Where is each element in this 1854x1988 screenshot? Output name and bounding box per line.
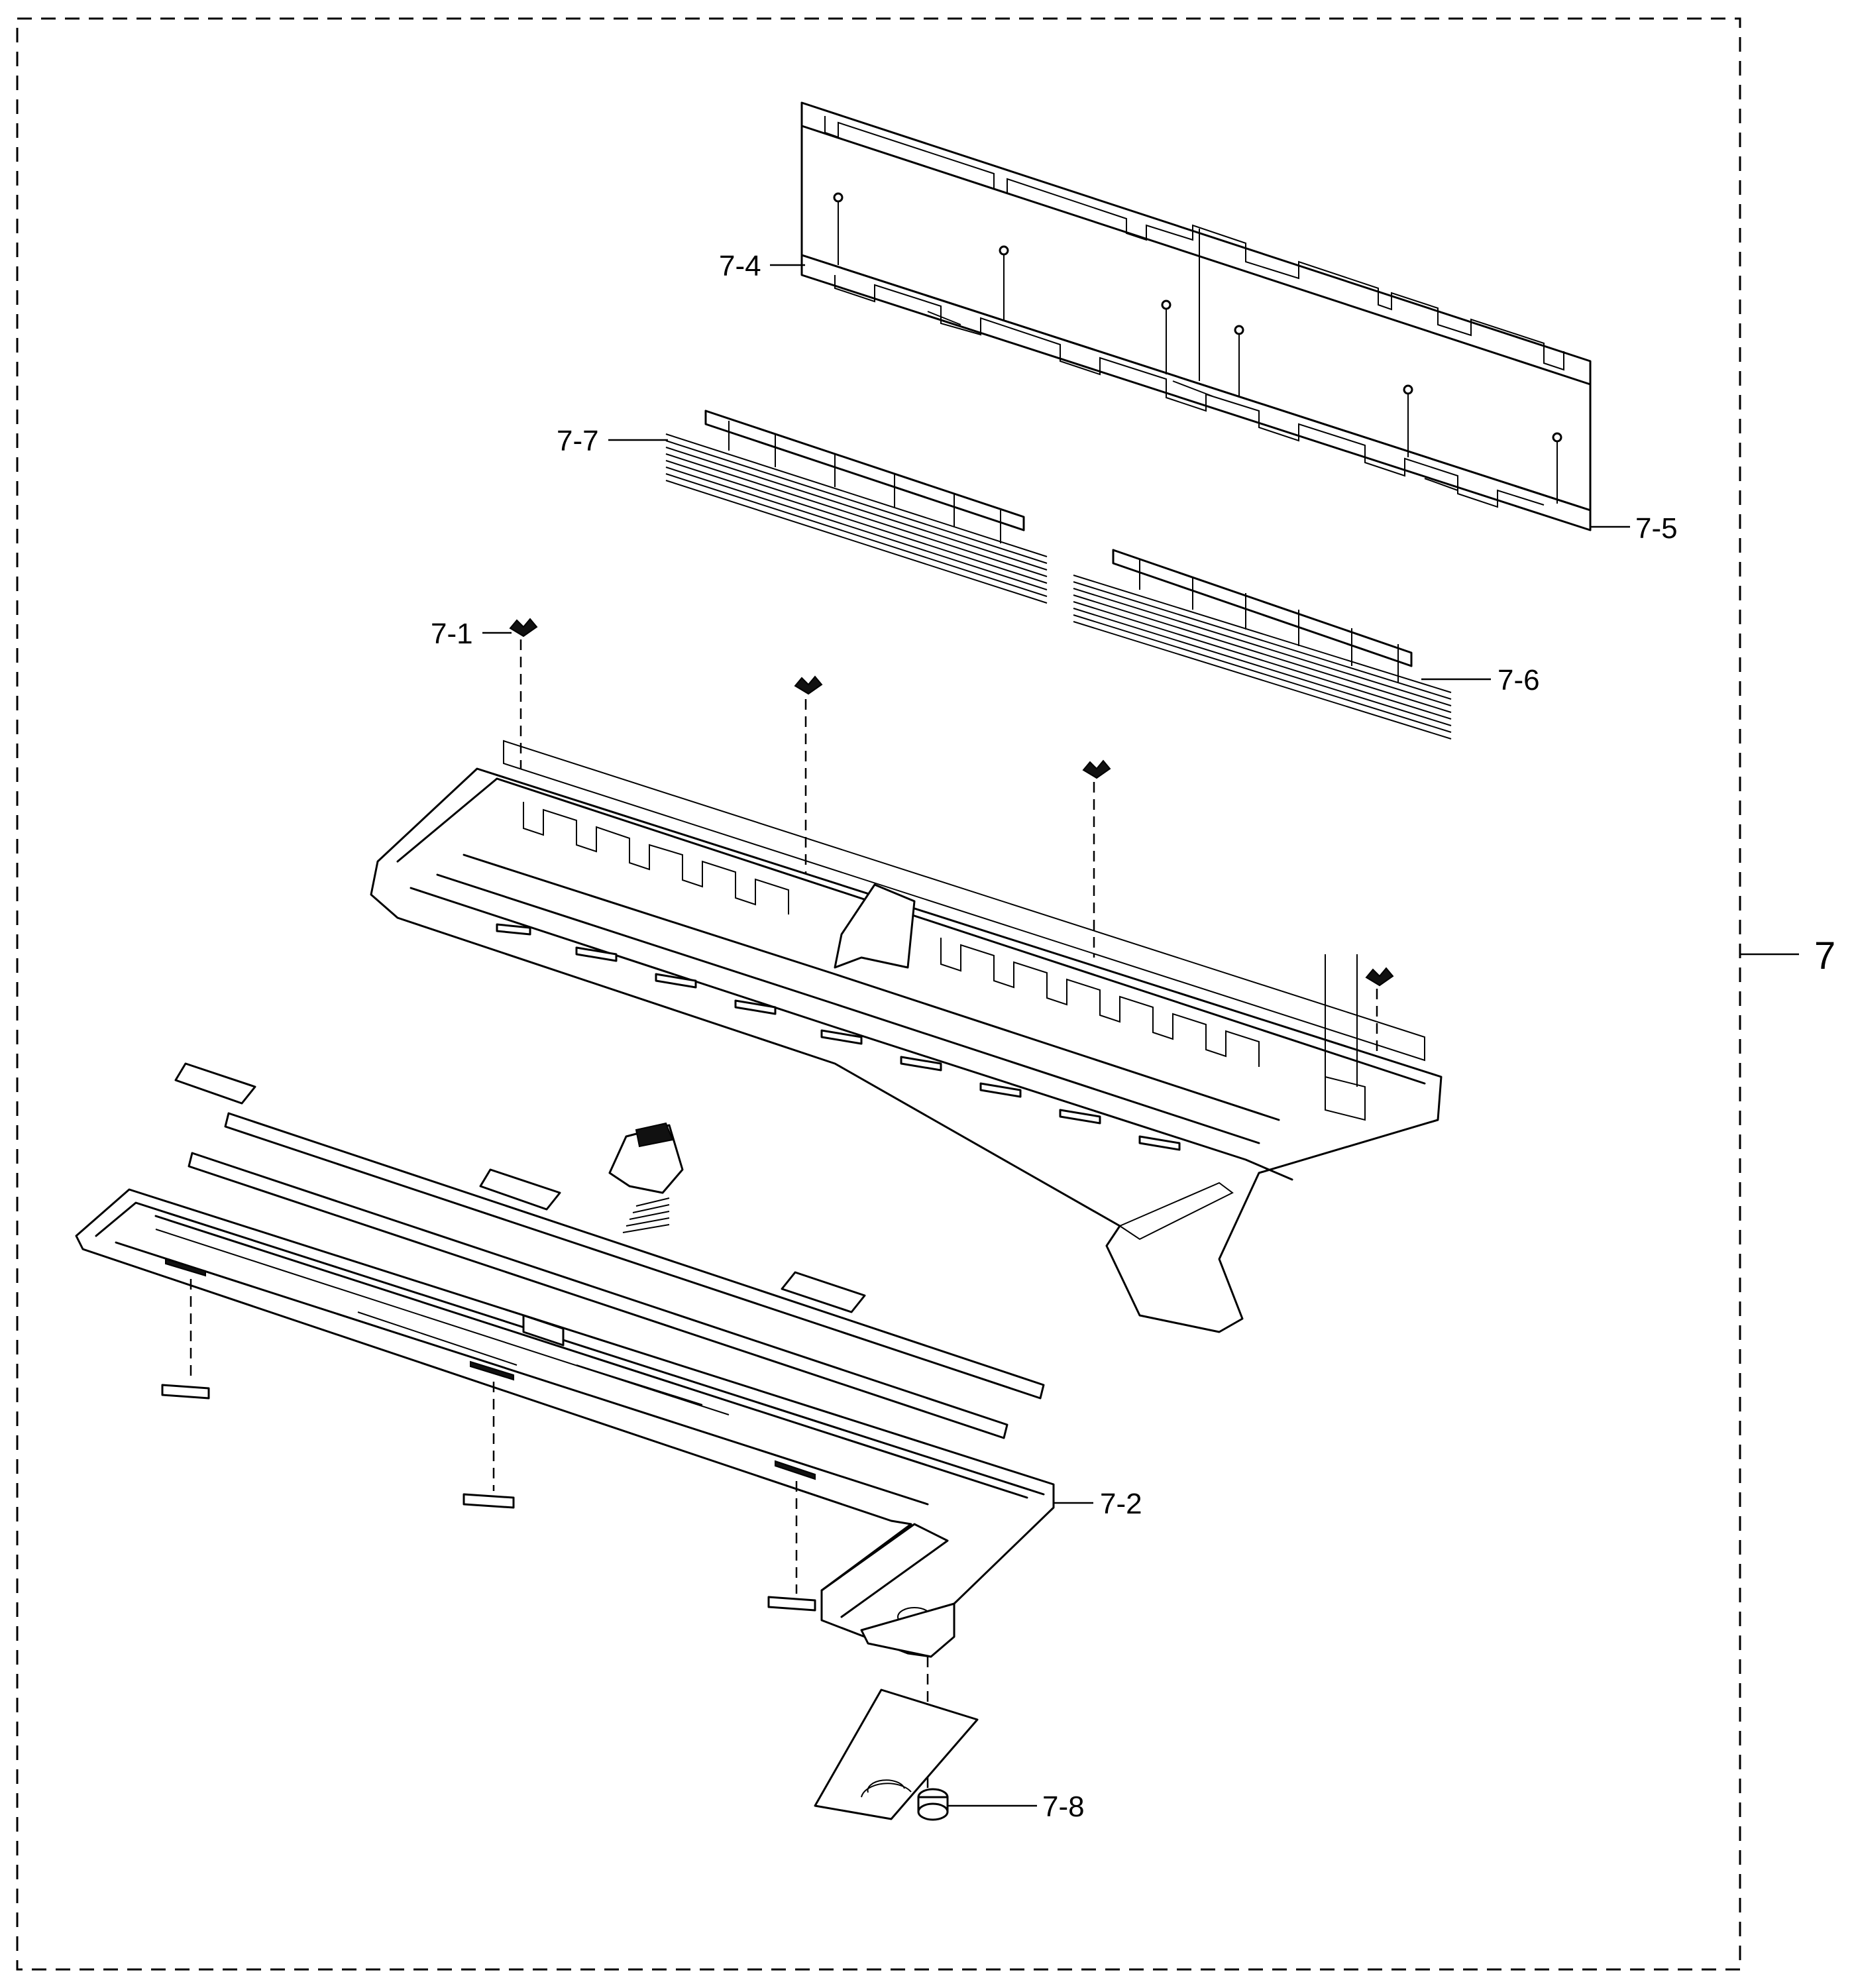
loose-parts [174, 1062, 1045, 1439]
screw-group-rear-rail [833, 192, 1562, 504]
part-rear-panel [800, 101, 1592, 531]
callout-7-6: 7-6 [1498, 664, 1540, 696]
callout-7-2: 7-2 [1100, 1488, 1142, 1520]
part-sheet-and-knob [814, 1688, 979, 1821]
callout-7-4: 7-4 [719, 250, 761, 282]
callout-7-7: 7-7 [557, 425, 599, 457]
part-main-frame [370, 740, 1443, 1333]
callout-7-5: 7-5 [1635, 512, 1678, 545]
callout-7-8: 7-8 [1042, 1791, 1085, 1823]
part-left-grille [665, 410, 1048, 604]
callout-7-1: 7-1 [431, 618, 473, 650]
part-right-grille [1073, 549, 1452, 740]
assembly-label: 7 [1814, 934, 1835, 977]
assembly-boundary [16, 17, 1741, 1971]
